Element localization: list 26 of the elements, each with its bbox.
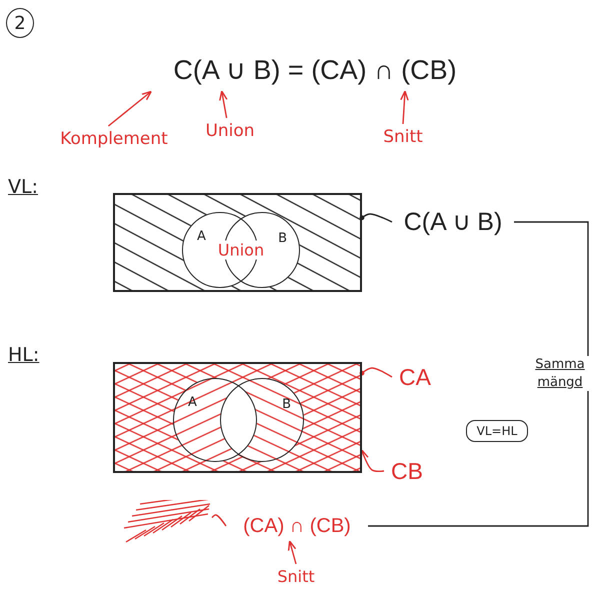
- crosshatch-swatch: [122, 500, 212, 544]
- annotation-text: Snitt: [268, 564, 324, 588]
- annotation-text: Snitt: [375, 124, 431, 150]
- arrow: [219, 90, 228, 118]
- set-label: CB: [384, 456, 430, 486]
- set-circle: B: [220, 378, 304, 462]
- annotation-text: Komplement: [58, 126, 170, 152]
- arrow: [360, 449, 384, 472]
- circled-number: 2: [6, 8, 34, 38]
- leader-line: [360, 213, 392, 223]
- leader-line: [212, 514, 227, 526]
- annotation-text: Union: [196, 118, 264, 144]
- set-label: CA: [392, 362, 438, 392]
- section-label: HL:: [8, 344, 40, 366]
- universe-box: [113, 193, 362, 292]
- section-label: VL:: [8, 176, 38, 198]
- formula-text: (CA) ∩ (CB): [226, 510, 368, 542]
- formula-text: C(A ∪ B): [392, 204, 514, 240]
- connector-line: [368, 221, 589, 527]
- formula-text: C(A ∪ B) = (CA) ∩ (CB): [140, 48, 490, 92]
- equality-badge: VL=HL: [466, 420, 528, 442]
- arrow: [288, 540, 297, 564]
- universe-box: [113, 362, 362, 473]
- arrow: [400, 90, 409, 124]
- leader-line: [360, 367, 392, 378]
- arrow: [108, 90, 152, 127]
